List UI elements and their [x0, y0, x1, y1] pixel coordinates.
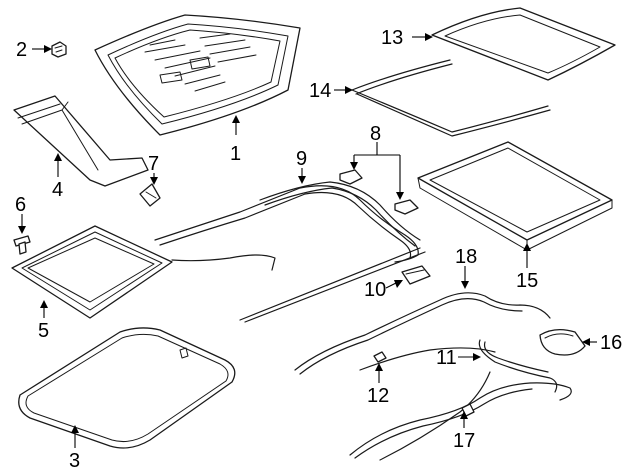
callout-11: 11	[436, 347, 457, 369]
part-16-cover	[539, 328, 586, 356]
part-1-vent-slots	[144, 33, 257, 92]
callout-labels: 1 2 3 4 5 6 7 8 9 10 11 12 13 14 15 16 1…	[15, 27, 622, 471]
part-9-track-assembly	[154, 181, 426, 323]
part-18-drain-hose	[294, 292, 551, 375]
part-10-motor	[401, 265, 431, 285]
callout-5: 5	[38, 320, 49, 342]
part-6-screw	[13, 235, 31, 255]
callout-8: 8	[370, 123, 381, 145]
callout-3: 3	[69, 450, 80, 471]
part-11-drain-hose	[478, 339, 558, 393]
callout-16: 16	[600, 332, 622, 354]
callout-18: 18	[455, 246, 477, 268]
part-17-drain-hose	[349, 371, 572, 461]
callout-4: 4	[52, 179, 63, 201]
callout-13: 13	[381, 27, 403, 49]
callout-9: 9	[296, 148, 307, 170]
callout-12: 12	[367, 385, 389, 407]
callout-2: 2	[16, 39, 27, 61]
part-1-roof-frame	[94, 14, 301, 136]
callout-10: 10	[364, 279, 386, 301]
callout-6: 6	[15, 194, 26, 216]
part-7-bracket	[139, 183, 161, 207]
callout-14: 14	[309, 80, 331, 102]
part-5-sunshade-panel	[11, 225, 173, 319]
part-3-seal-ring	[18, 327, 236, 449]
part-4-wind-deflector	[13, 95, 149, 187]
part-15-sunshade-tray	[417, 141, 613, 251]
part-12-hose-clip	[373, 351, 387, 363]
callout-7: 7	[148, 153, 159, 175]
part-2-clip	[51, 41, 67, 58]
callout-15: 15	[516, 270, 538, 292]
callout-17: 17	[453, 430, 475, 452]
part-14-weatherstrip	[351, 59, 551, 137]
callout-leaders	[18, 33, 597, 448]
callout-1: 1	[230, 143, 241, 165]
part-8-guides	[339, 169, 419, 215]
part-13-glass-panel	[431, 7, 616, 81]
